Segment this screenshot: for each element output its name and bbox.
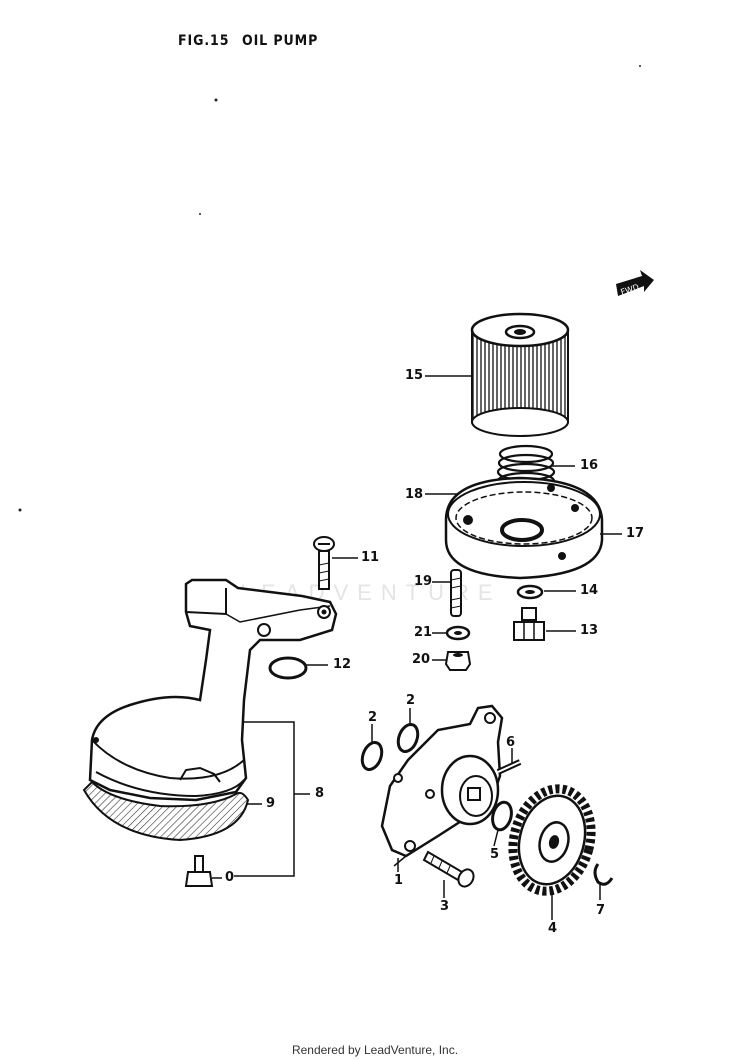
callout-3: 3 <box>440 899 450 914</box>
figure-number: FIG.15 <box>178 33 230 49</box>
drain-bolt <box>513 607 545 641</box>
callout-19: 19 <box>414 574 433 589</box>
pump-driven-gear <box>508 784 596 896</box>
callout-7: 7 <box>596 903 606 918</box>
stud-washer <box>445 625 471 641</box>
callout-1: 1 <box>394 873 404 888</box>
callout-9: 9 <box>266 796 276 811</box>
callout-16: 16 <box>580 458 599 473</box>
scan-specks <box>18 65 641 512</box>
callout-11: 11 <box>361 550 380 565</box>
strainer-screen <box>82 780 250 842</box>
callout-15: 15 <box>405 368 424 383</box>
filter-cap <box>444 476 604 580</box>
callout-21: 21 <box>414 625 433 640</box>
oil-strainer <box>88 578 338 802</box>
callout-18: 18 <box>405 487 424 502</box>
callout-12: 12 <box>333 657 352 672</box>
oil-pump-body <box>380 704 504 867</box>
screen-bolt <box>184 855 214 887</box>
callout-8-bracket <box>234 721 295 877</box>
figure-name: OIL PUMP <box>241 33 319 49</box>
gear-washer <box>491 800 513 832</box>
pump-pin <box>496 759 522 775</box>
pump-o-ring-left <box>360 740 384 772</box>
forward-arrow-icon: FWD <box>616 270 654 297</box>
callout-4: 4 <box>548 921 558 936</box>
circlip <box>593 863 614 886</box>
stud-bolt <box>450 569 462 617</box>
strainer-bolt <box>313 536 335 590</box>
footer-credit: Rendered by LeadVenture, Inc. <box>291 1043 459 1057</box>
pump-bolt <box>422 850 475 888</box>
callout-17: 17 <box>626 526 645 541</box>
callout-20: 20 <box>412 652 431 667</box>
callout-13: 13 <box>580 623 599 638</box>
callout-6: 6 <box>506 735 516 750</box>
strainer-o-ring <box>268 656 308 680</box>
callout-2-left: 2 <box>368 710 378 725</box>
oil-filter <box>470 312 570 437</box>
pump-o-ring-right <box>396 722 420 754</box>
figure-title: FIG.15 OIL PUMP <box>178 33 331 49</box>
callout-2-right: 2 <box>406 693 416 708</box>
callout-5: 5 <box>490 847 500 862</box>
callout-14: 14 <box>580 583 599 598</box>
stud-nut <box>444 651 472 671</box>
callout-8: 8 <box>315 786 325 801</box>
callout-10: 0 <box>225 870 235 885</box>
washer <box>516 584 544 600</box>
